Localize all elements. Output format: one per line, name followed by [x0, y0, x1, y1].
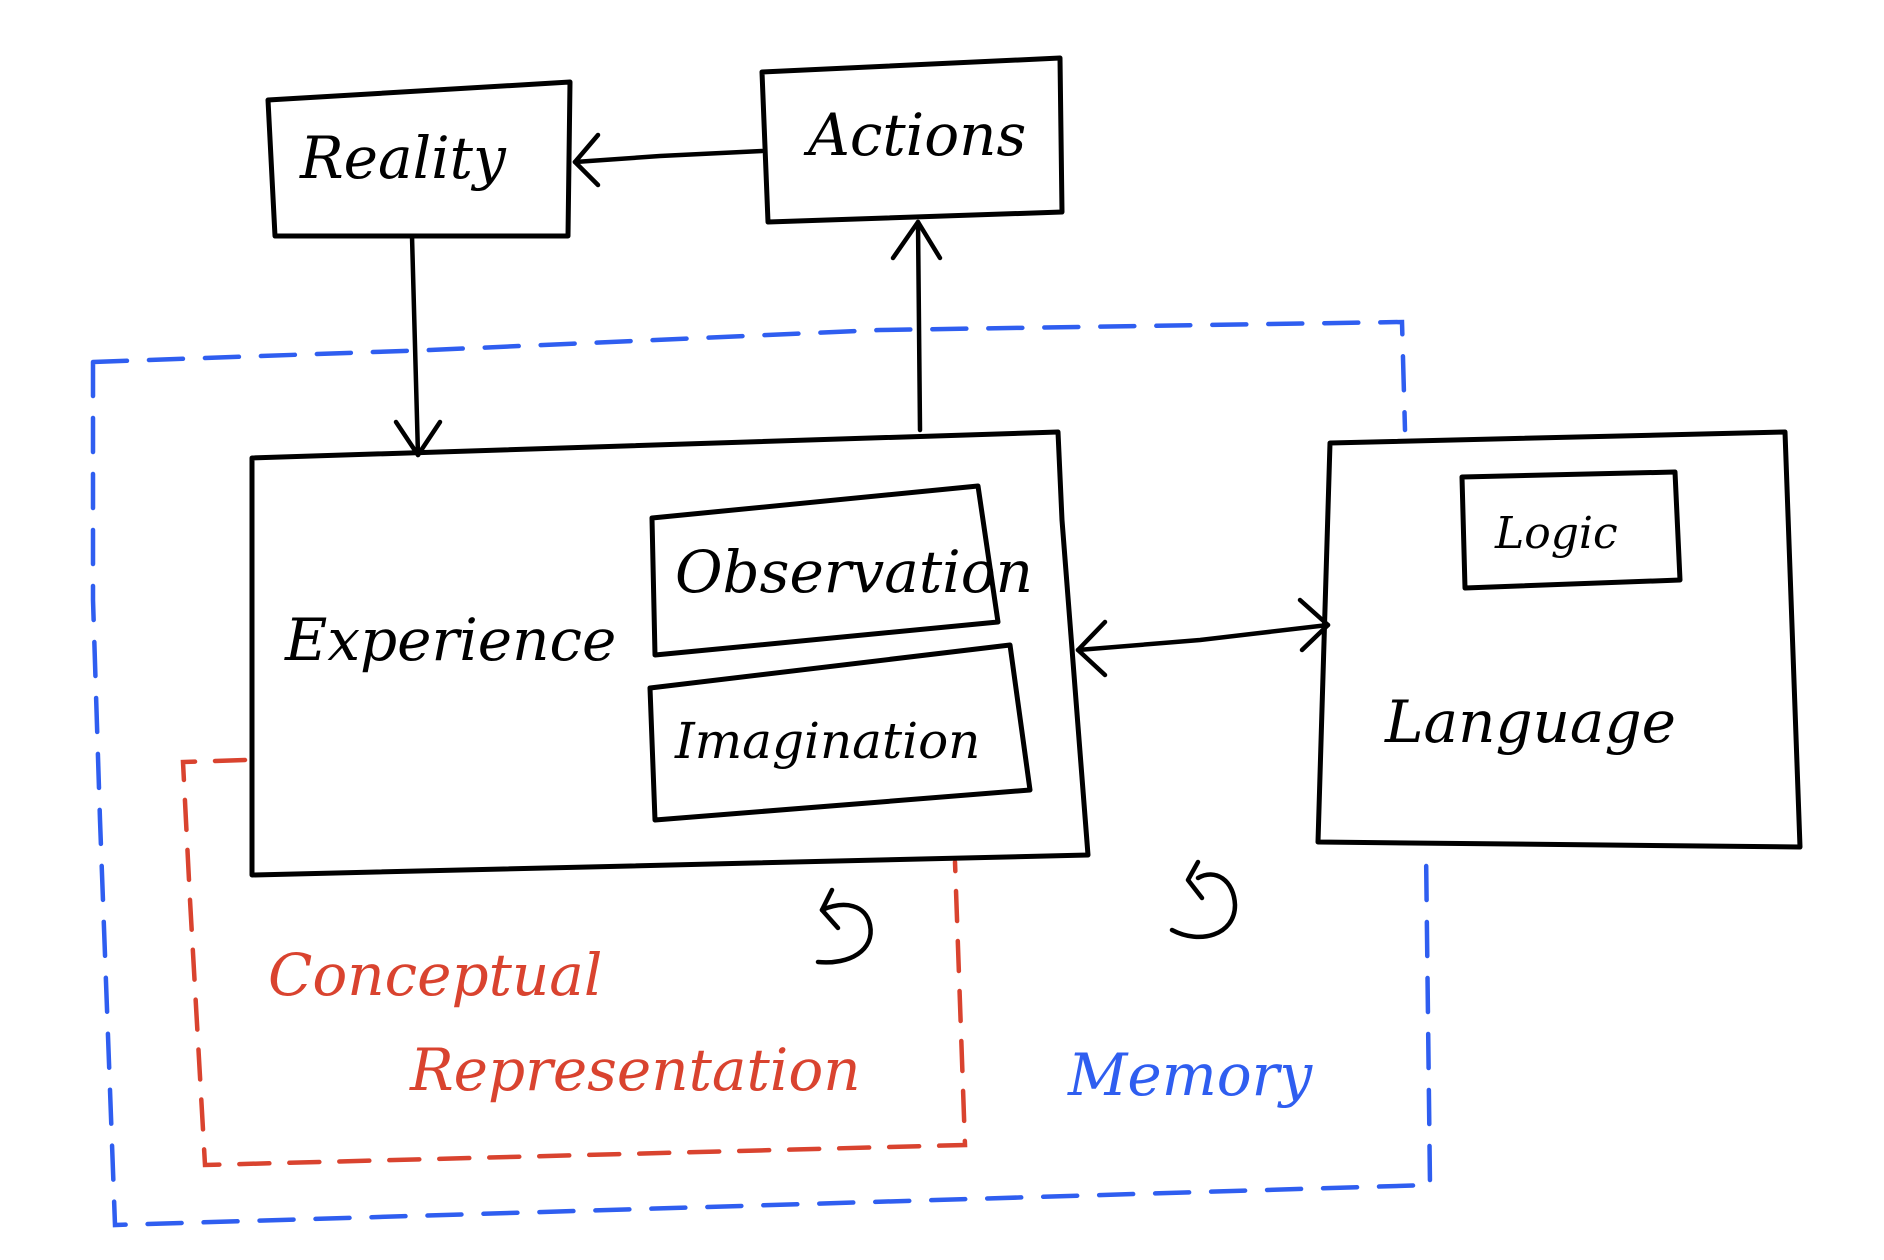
experience-loop-icon — [815, 887, 873, 965]
language-label: Language — [1384, 688, 1676, 756]
arrow-experience-language — [1075, 622, 1331, 653]
observation-box — [649, 483, 1001, 658]
imagination-box — [647, 642, 1033, 823]
arrowhead-actions-bottom — [890, 219, 943, 261]
conceptual-representation-region-border — [180, 757, 968, 1168]
conceptual-label: Conceptual — [268, 941, 602, 1009]
representation-label: Representation — [409, 1036, 861, 1104]
reality-label: Reality — [299, 124, 507, 192]
actions-box — [759, 55, 1065, 225]
arrowhead-reality — [572, 132, 601, 188]
arrow-reality-to-experience — [409, 233, 421, 458]
actions-label: Actions — [803, 101, 1026, 169]
logic-box — [1459, 469, 1683, 591]
language-box — [1315, 429, 1803, 850]
arrowhead-language-side — [1297, 597, 1331, 653]
experience-label: Experience — [284, 606, 616, 674]
arrow-actions-to-reality — [572, 148, 765, 165]
memory-region-border — [90, 319, 1433, 1228]
experience-box — [249, 429, 1091, 878]
arrowhead-experience-side — [1075, 619, 1108, 678]
observation-label: Observation — [675, 538, 1033, 606]
imagination-label: Imagination — [674, 712, 980, 770]
reality-box — [265, 79, 573, 239]
memory-loop-icon — [1169, 859, 1238, 940]
logic-label: Logic — [1494, 508, 1618, 559]
arrow-experience-to-actions — [915, 219, 923, 433]
memory-label: Memory — [1067, 1041, 1313, 1109]
